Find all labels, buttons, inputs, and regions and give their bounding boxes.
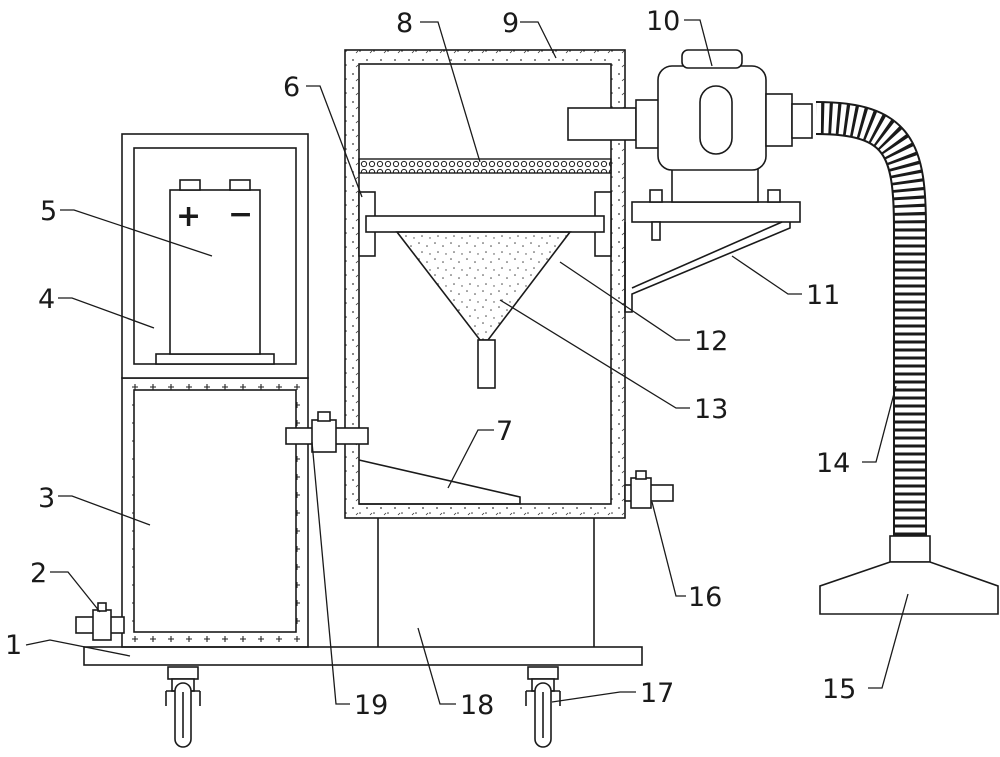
label-10: 10 [646,6,680,37]
filter-screen [358,158,612,174]
suction-pump [567,49,813,203]
label-5: 5 [40,196,57,227]
label-3: 3 [38,483,55,514]
leader-lines [25,19,909,705]
label-14: 14 [816,448,850,479]
battery-plus: + [176,199,201,234]
flexible-hose [815,101,927,540]
battery: + − [155,179,275,365]
label-19: 19 [354,690,388,721]
label-9: 9 [502,8,519,39]
wheel-right [525,666,561,748]
funnel [395,231,572,389]
label-17: 17 [640,678,674,709]
water-tank [121,377,309,648]
label-11: 11 [806,280,840,311]
label-12: 12 [694,326,728,357]
wheel-left [165,666,201,748]
label-8: 8 [396,8,413,39]
tank-drain-valve [75,602,125,641]
label-13: 13 [694,394,728,425]
suction-hood [819,535,999,615]
inclined-baffle [358,459,521,505]
support-frame [377,518,595,647]
base-plate [83,646,643,666]
label-1: 1 [5,630,22,661]
funnel-plate [365,215,605,233]
label-16: 16 [688,582,722,613]
label-15: 15 [822,674,856,705]
label-2: 2 [30,558,47,589]
label-6: 6 [283,72,300,103]
connecting-valve [285,411,369,453]
outlet-valve [624,470,674,509]
label-4: 4 [38,284,55,315]
label-7: 7 [496,416,513,447]
battery-minus: − [228,197,253,232]
pump-bracket [624,189,801,313]
label-18: 18 [460,690,494,721]
